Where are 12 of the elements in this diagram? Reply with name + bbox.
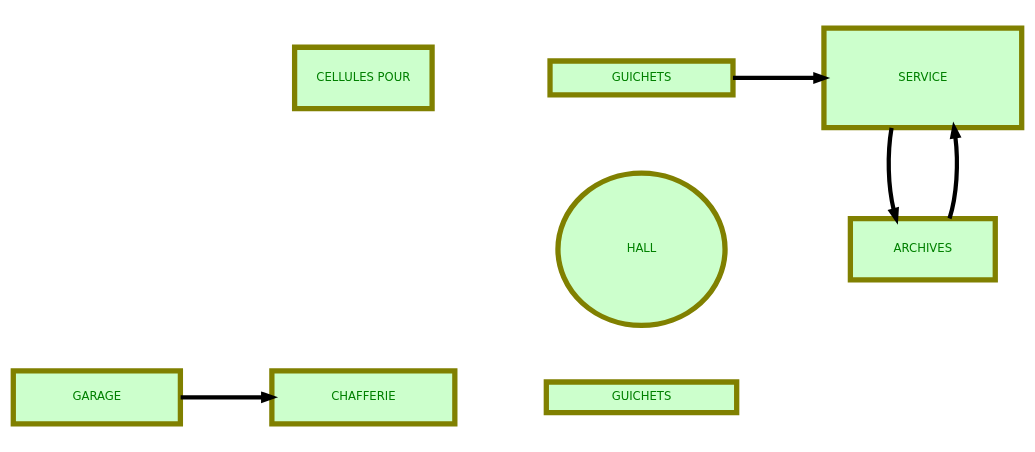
- node-box: ARCHIVES: [847, 215, 998, 283]
- node-box: CHAFFERIE: [269, 368, 458, 427]
- node-box: SERVICE: [821, 25, 1025, 131]
- arrow: [180, 391, 279, 404]
- node-box: GUICHETS: [547, 58, 736, 98]
- arrow: [947, 121, 962, 220]
- node-circle: HALL: [555, 170, 728, 329]
- arrow: [733, 72, 831, 84]
- node-box: GUICHETS: [543, 379, 740, 416]
- arrow: [886, 127, 899, 225]
- node-box: CELLULES POUR: [291, 44, 435, 112]
- node-box: GARAGE: [10, 368, 184, 427]
